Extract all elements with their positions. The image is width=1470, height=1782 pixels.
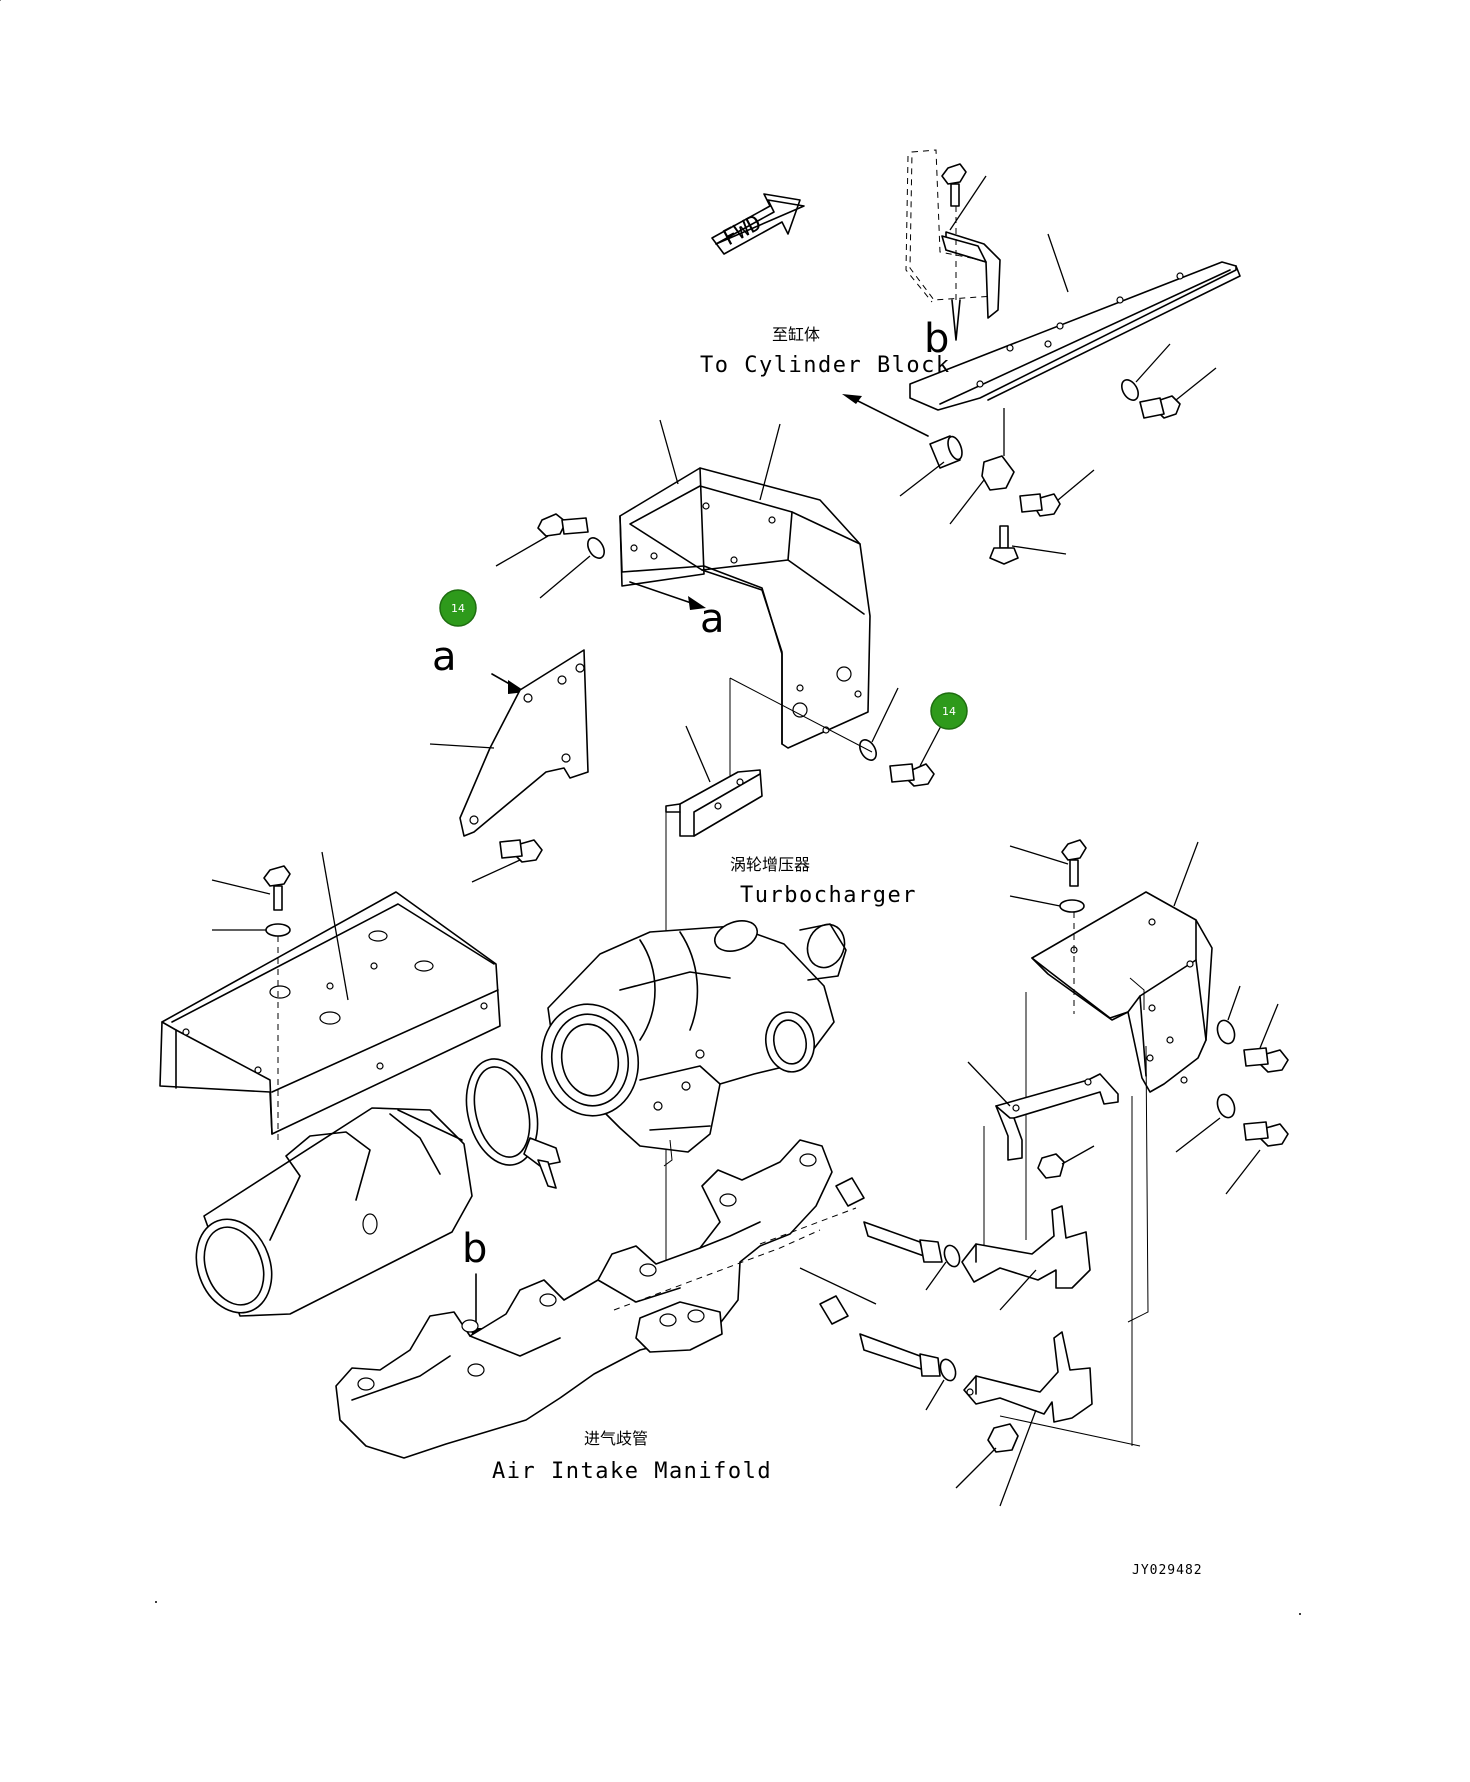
washer-part — [1216, 1093, 1236, 1119]
upper-bracket-assembly: 至缸体 To Cylinder Block b — [0, 0, 1241, 565]
washer-part — [587, 537, 605, 559]
exhaust-pipe: b — [195, 1107, 487, 1346]
bolt-part — [941, 163, 967, 207]
forward-arrow-icon: FWD — [711, 193, 805, 255]
washer-part — [265, 923, 291, 937]
turbocharger — [540, 920, 847, 1167]
right-lower-brackets — [955, 1061, 1141, 1507]
reference-a-left: a — [432, 634, 457, 680]
bolt-part — [537, 513, 589, 537]
cylinder-block-label-en: To Cylinder Block — [700, 353, 951, 378]
bolt-part — [499, 839, 543, 863]
upper-heat-shield: a — [495, 419, 943, 798]
callout-badge-icon[interactable]: 14 — [930, 692, 968, 730]
callout-badge-icon[interactable]: 14 — [439, 589, 477, 627]
bolt-part — [1243, 1121, 1289, 1147]
badge-14-right: 14 — [942, 705, 956, 718]
washer-part — [1216, 1019, 1236, 1045]
bolt-part — [889, 763, 935, 787]
bolt-part — [1139, 395, 1181, 419]
center-small-bracket: 涡轮增压器 Turbocharger — [665, 725, 917, 1270]
turbocharger-label-en: Turbocharger — [740, 883, 917, 908]
reference-a-top: a — [700, 596, 725, 642]
washer-part — [1121, 379, 1139, 401]
v-band-clamp — [465, 1058, 561, 1189]
reference-b-top: b — [924, 316, 949, 362]
left-plate-bracket: a — [429, 634, 589, 883]
reference-b-bottom: b — [462, 1226, 487, 1272]
stud-fasteners — [799, 1177, 961, 1411]
manifold-label-cn: 进气歧管 — [584, 1429, 648, 1448]
turbocharger-label-cn: 涡轮增压器 — [730, 855, 810, 874]
bolt-part — [1019, 493, 1061, 517]
badge-14-left: 14 — [451, 602, 465, 615]
corner-dot — [1299, 1613, 1301, 1615]
washer-part — [943, 1244, 961, 1268]
washer-part — [1059, 899, 1085, 913]
corner-dot — [155, 1601, 157, 1603]
bolt-part — [1243, 1047, 1289, 1073]
bolt-part — [263, 865, 291, 911]
nut-part — [987, 1423, 1019, 1453]
bolt-part — [989, 525, 1019, 565]
bolt-part — [1061, 839, 1087, 887]
drawing-code: JY029482 — [1132, 1563, 1203, 1578]
right-heat-shield — [1009, 839, 1289, 1446]
lower-left-heat-shield — [159, 851, 501, 1140]
washer-part — [939, 1358, 957, 1382]
exhaust-manifold — [335, 1139, 857, 1459]
manifold-label-en: Air Intake Manifold — [492, 1459, 772, 1484]
cylinder-block-label-cn: 至缸体 — [772, 325, 820, 344]
